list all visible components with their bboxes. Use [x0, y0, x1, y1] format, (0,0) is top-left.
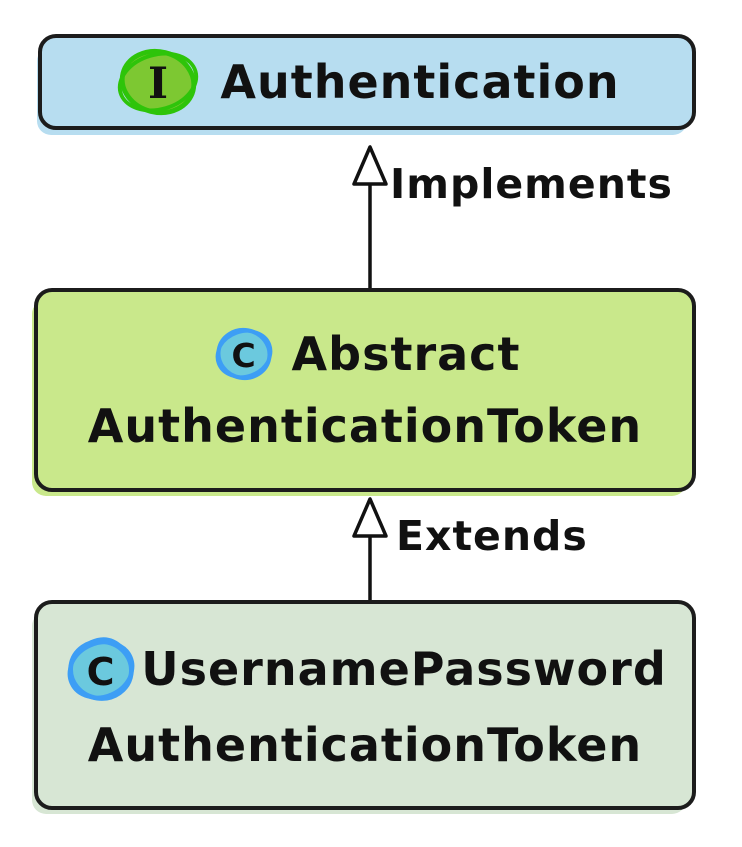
implements-arrow [352, 145, 388, 294]
node-authentication: I Authentication [38, 34, 696, 130]
edge-label-implements: Implements [390, 160, 673, 208]
node-userpass-label-line1: UsernamePassword [141, 642, 667, 696]
interface-icon: I [118, 48, 199, 116]
node-abstract-authentication-token: C Abstract AuthenticationToken [34, 288, 696, 492]
node-username-password-authentication-token: C UsernamePassword AuthenticationToken [34, 600, 696, 810]
extends-arrow [352, 497, 388, 606]
class-icon: C [67, 637, 135, 701]
node-userpass-label-line2: AuthenticationToken [87, 718, 643, 772]
edge-label-extends: Extends [396, 512, 588, 560]
node-abstract-label-line1: Abstract [291, 327, 521, 381]
interface-badge-letter: I [148, 59, 168, 109]
node-authentication-label: Authentication [220, 55, 620, 109]
class-icon: C [215, 327, 272, 381]
node-abstract-label-line2: AuthenticationToken [87, 399, 643, 453]
class-badge-letter: C [87, 650, 116, 694]
class-badge-letter: C [231, 336, 256, 375]
